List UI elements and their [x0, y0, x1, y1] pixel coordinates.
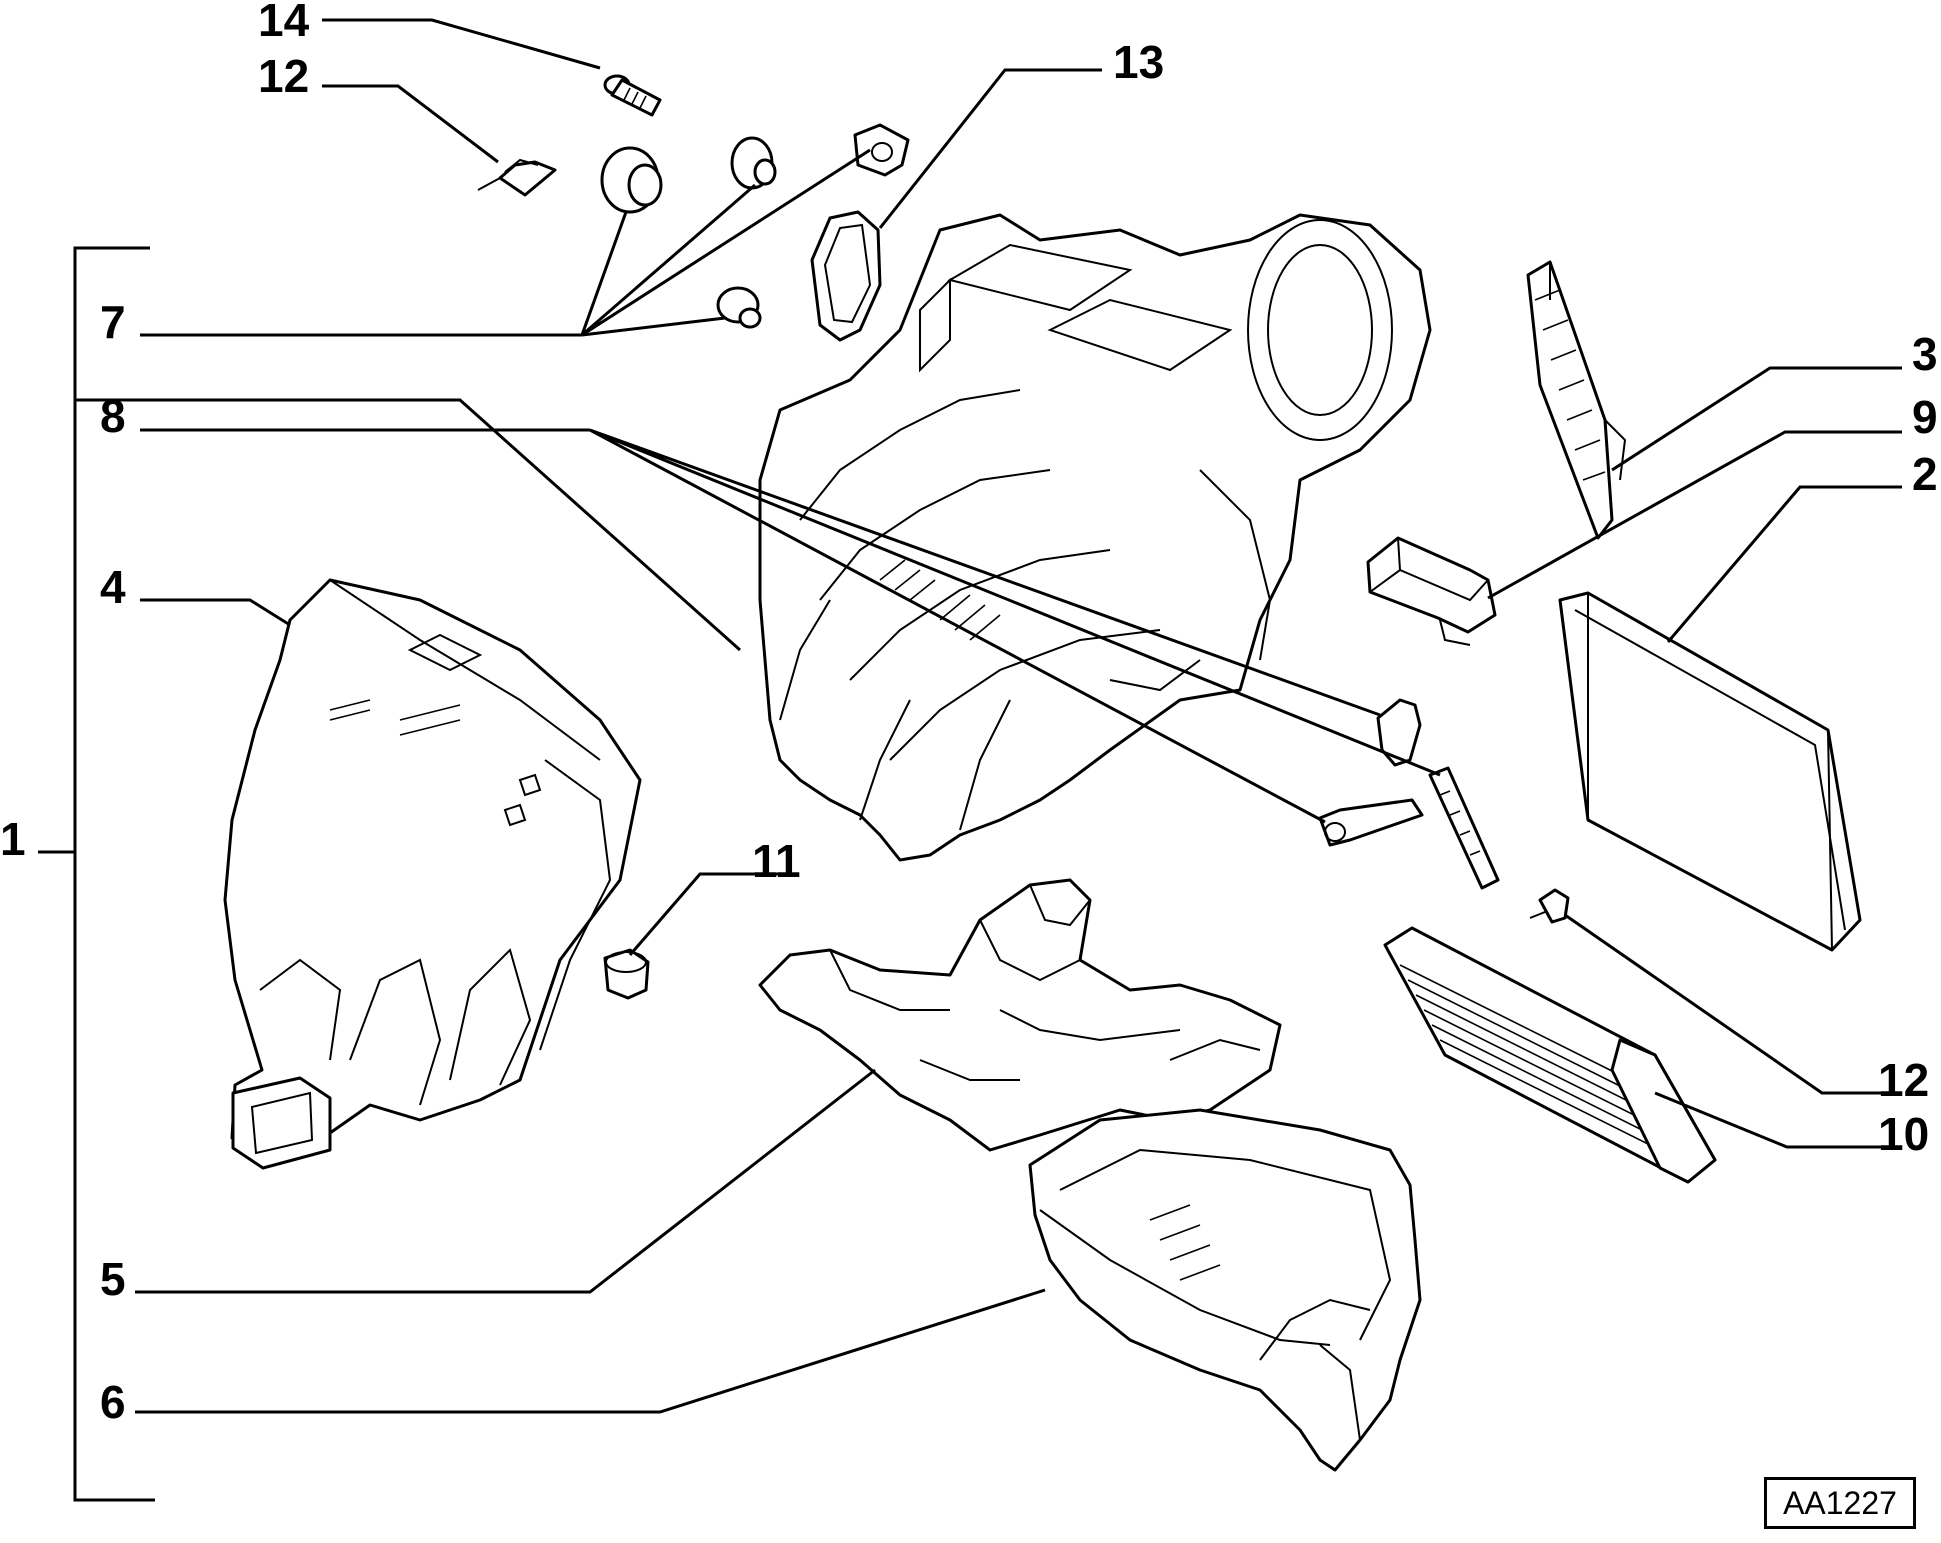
callout-1: 1: [0, 813, 26, 865]
actuator-gears: [600, 123, 910, 329]
callout-5: 5: [100, 1253, 126, 1305]
callout-3: 3: [1912, 328, 1938, 380]
leader-lines: [135, 18, 1902, 1414]
diagram-code: AA1227: [1764, 1477, 1916, 1529]
callout-6: 6: [100, 1376, 126, 1428]
linkages: [1318, 698, 1500, 890]
callout-12-right: 12: [1878, 1054, 1929, 1106]
lower-heater-case: [1028, 1108, 1422, 1472]
callout-14: 14: [258, 0, 310, 46]
assembly-bracket: [38, 246, 741, 1502]
callout-13: 13: [1113, 36, 1164, 88]
grommet: [603, 948, 650, 1000]
cover-plate: [810, 210, 882, 342]
screw: [603, 74, 662, 117]
callout-8: 8: [100, 390, 126, 442]
lower-distribution-duct: [758, 878, 1282, 1152]
callout-11: 11: [752, 835, 801, 887]
callout-4: 4: [100, 561, 126, 613]
cabin-filter: [1558, 591, 1862, 952]
heater-core: [1383, 926, 1717, 1184]
clip-right: [1529, 888, 1570, 924]
filter-grille: [1526, 260, 1627, 540]
callout-9: 9: [1912, 391, 1938, 443]
blower-resistor: [1366, 536, 1497, 646]
callout-2: 2: [1912, 448, 1938, 500]
clip-top: [477, 158, 557, 197]
callout-labels: 14 12 13 7 8 4 1 11 5 6 3 9 2 12 10: [0, 0, 1938, 1428]
left-air-duct: [223, 578, 642, 1170]
callout-12-top: 12: [258, 50, 309, 102]
callout-7: 7: [100, 296, 126, 348]
main-housing: [758, 213, 1432, 862]
callout-10: 10: [1878, 1108, 1929, 1160]
